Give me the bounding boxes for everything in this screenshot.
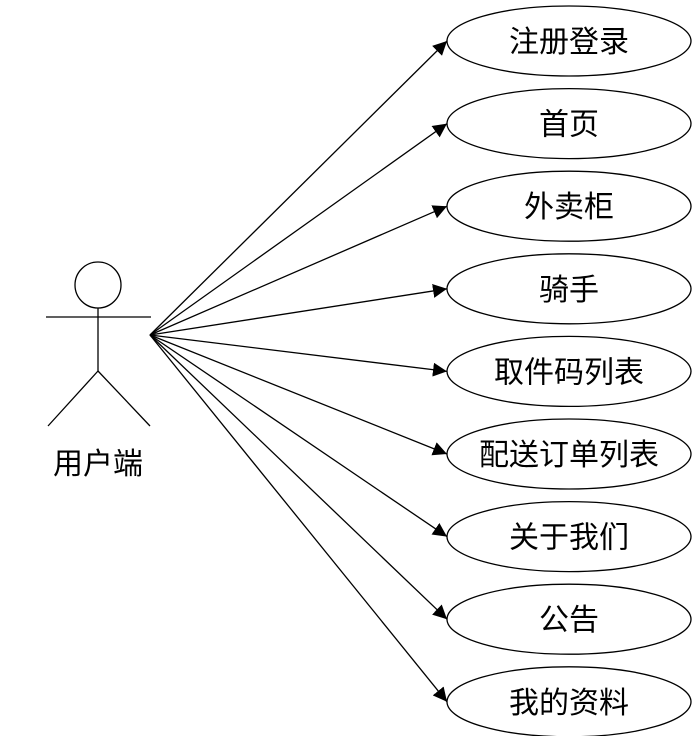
use-case-0: 注册登录 (446, 5, 692, 77)
use-case-label: 注册登录 (509, 25, 629, 60)
use-case-8: 我的资料 (446, 666, 692, 736)
use-case-ellipse (446, 170, 692, 242)
use-case-label: 公告 (539, 603, 599, 638)
use-case-ellipse (446, 583, 692, 655)
association-arrows (149, 40, 448, 703)
use-case-label: 骑手 (539, 273, 599, 308)
association-arrow-4 (149, 334, 448, 377)
use-case-ellipse (446, 418, 692, 490)
actor-label: 用户端 (53, 447, 143, 482)
association-arrow-0 (149, 40, 448, 336)
stick-figure-icon (46, 261, 151, 427)
actor-left-leg (47, 370, 99, 427)
use-case-3: 骑手 (446, 253, 692, 325)
use-case-1: 首页 (446, 87, 692, 160)
association-arrow-5 (149, 334, 448, 456)
use-case-ellipse (446, 253, 692, 325)
use-case-ellipse (446, 500, 692, 573)
association-arrow-1 (149, 123, 448, 336)
use-case-2: 外卖柜 (446, 170, 692, 242)
use-case-label: 关于我们 (509, 521, 629, 556)
use-case-ellipse (446, 666, 692, 736)
use-case-label: 我的资料 (509, 686, 629, 721)
use-case-ellipse (446, 335, 692, 408)
association-arrow-6 (149, 334, 448, 538)
use-case-6: 关于我们 (446, 500, 692, 573)
actor-right-leg (97, 370, 151, 427)
use-case-5: 配送订单列表 (446, 418, 692, 490)
association-arrow-8 (149, 334, 448, 703)
association-arrow-2 (149, 205, 448, 336)
actor-head (74, 261, 122, 309)
association-arrow-3 (149, 284, 448, 336)
use-case-label: 配送订单列表 (479, 438, 659, 473)
use-case-7: 公告 (446, 583, 692, 655)
use-case-label: 首页 (539, 108, 599, 143)
actor: 用户端 (46, 261, 151, 482)
association-arrow-7 (149, 334, 448, 620)
use-case-label: 取件码列表 (494, 355, 644, 390)
use-case-ellipse (446, 5, 692, 77)
use-case-ellipse (446, 87, 692, 160)
use-case-label: 外卖柜 (524, 190, 614, 225)
use-case-4: 取件码列表 (446, 335, 692, 408)
